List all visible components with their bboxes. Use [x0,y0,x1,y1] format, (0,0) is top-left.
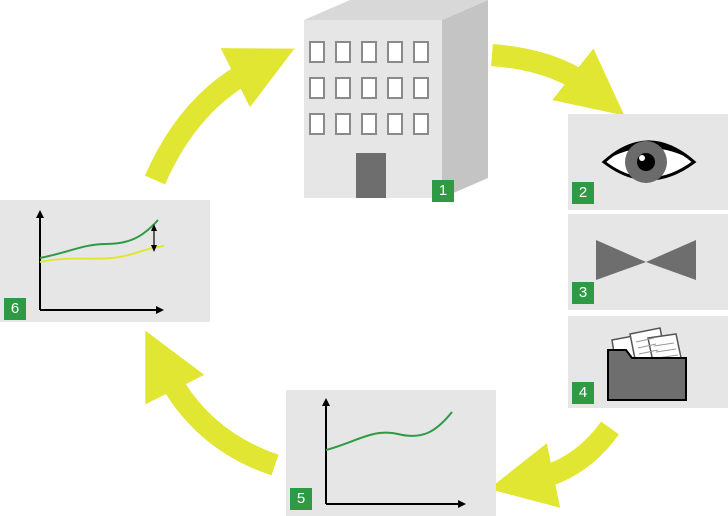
step-3-badge: 3 [572,282,594,304]
step-4-badge: 4 [572,382,594,404]
step-5-badge: 5 [290,488,312,510]
folder-documents-icon [607,327,687,401]
step-2-badge: 2 [572,182,594,204]
step-3-panel: 3 [568,214,728,310]
arrow-1-to-2 [491,44,625,116]
arrow-4-to-5 [488,421,619,508]
step-1-badge: 1 [432,180,454,202]
step-6-badge: 6 [4,298,26,320]
arrow-6-to-1 [144,48,295,185]
step-2-panel: 2 [568,114,728,210]
arrow-5-to-6 [145,330,279,476]
line-chart-icon [322,398,466,508]
comparison-chart-icon [36,210,165,314]
eye-icon [601,140,697,183]
step-1-building: 1 [300,0,490,202]
step-6-panel: 6 [0,200,210,322]
building-icon [304,0,488,198]
step-4-panel: 4 [568,316,728,408]
bowtie-icon [596,240,696,280]
step-5-panel: 5 [286,390,496,516]
